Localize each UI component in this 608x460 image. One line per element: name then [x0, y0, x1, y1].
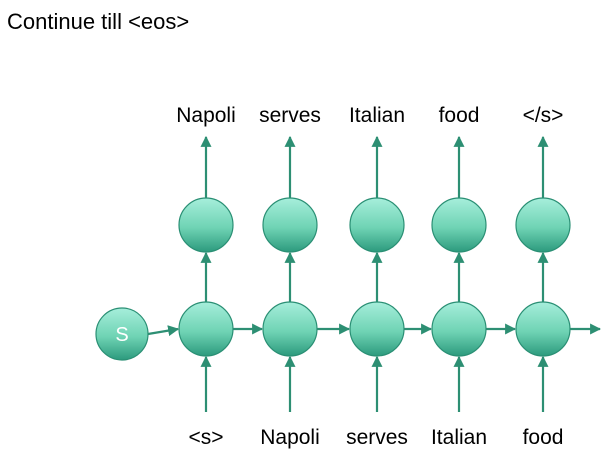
slide-title: Continue till <eos>: [7, 9, 190, 34]
hidden-node-3: [349, 301, 405, 357]
hidden-node-4: [431, 301, 487, 357]
initial-state-node: [95, 307, 149, 361]
input-token-4: Italian: [431, 426, 487, 449]
input-token-3: serves: [346, 426, 408, 449]
input-token-2: Napoli: [260, 426, 320, 449]
input-token-1: <s>: [188, 426, 223, 449]
output-node-2: [262, 197, 318, 253]
output-node-4: [431, 197, 487, 253]
hidden-node-1: [178, 301, 234, 357]
hidden-node-2: [262, 301, 318, 357]
arrows-layer: [147, 135, 602, 412]
nodes-layer: [95, 197, 571, 361]
input-token-5: food: [523, 426, 564, 449]
output-token-1: Napoli: [176, 104, 236, 127]
output-node-1: [178, 197, 234, 253]
initial-state-label: S: [115, 324, 128, 346]
output-token-5: </s>: [523, 104, 564, 127]
output-node-3: [349, 197, 405, 253]
output-token-3: Italian: [349, 104, 405, 127]
arrow-initial-to-hidden-1: [147, 325, 180, 337]
output-token-2: serves: [259, 104, 321, 127]
labels-layer: SNapoli<s>servesNapoliItalianservesfoodI…: [115, 104, 563, 449]
output-token-4: food: [439, 104, 480, 127]
output-node-5: [515, 197, 571, 253]
hidden-node-5: [515, 301, 571, 357]
